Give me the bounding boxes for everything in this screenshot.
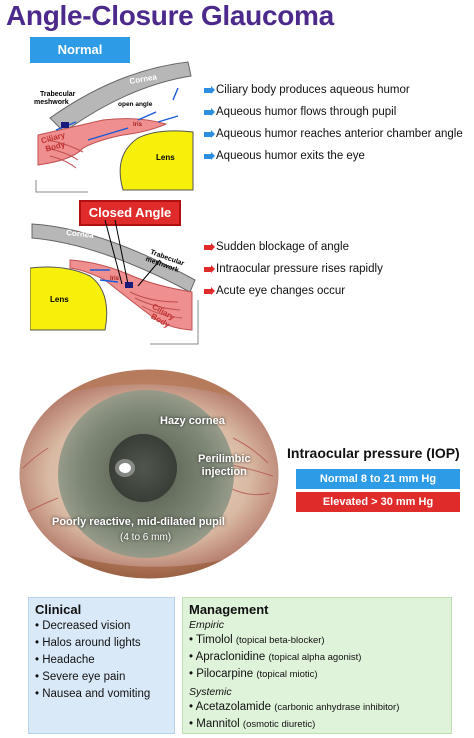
normal-iris-label: Iris: [133, 122, 143, 128]
clinical-heading: Clinical: [35, 602, 82, 617]
arrow-right-icon: [204, 286, 215, 295]
management-heading: Management: [189, 602, 269, 617]
closed-angle-badge: Closed Angle: [79, 200, 181, 226]
normal-open-angle-label: open angle: [118, 101, 153, 108]
closed-cornea-label: Cornea: [66, 228, 95, 240]
arrow-right-icon: [204, 129, 215, 138]
normal-lens: [119, 130, 194, 191]
eye-photo: [18, 368, 280, 580]
clinical-item: Headache: [35, 652, 168, 669]
pupil-size-label: (4 to 6 mm): [120, 532, 172, 543]
closed-lens: [30, 266, 108, 331]
iop-title: Intraocular pressure (IOP): [287, 445, 460, 461]
normal-bullet: Aqueous humor reaches anterior chamber a…: [204, 123, 463, 145]
empiric-label: Empiric: [189, 619, 225, 631]
normal-bullet: Aqueous humor exits the eye: [204, 145, 463, 167]
arrow-right-icon: [204, 242, 215, 251]
closed-angle-diagram: Cornea Trabecularmeshwork Iris CiliaryBo…: [30, 220, 199, 345]
clinical-item: Severe eye pain: [35, 669, 168, 686]
clinical-item: Nausea and vomiting: [35, 686, 168, 703]
empiric-drug: Pilocarpine (topical miotic): [189, 666, 445, 683]
arrow-right-icon: [204, 151, 215, 160]
closed-bullet: Intraocular pressure rises rapidly: [204, 258, 383, 280]
normal-bullet: Ciliary body produces aqueous humor: [204, 79, 463, 101]
normal-iris: [37, 118, 168, 166]
closed-bullet: Acute eye changes occur: [204, 280, 383, 302]
arrow-right-icon: [204, 85, 215, 94]
closed-iris: [69, 259, 193, 331]
normal-bullet: Aqueous humor flows through pupil: [204, 101, 463, 123]
closed-lens-label: Lens: [50, 295, 69, 304]
closed-bullet: Sudden blockage of angle: [204, 236, 383, 258]
closed-bullet-list: Sudden blockage of angle Intraocular pre…: [204, 236, 383, 302]
normal-lens-label: Lens: [156, 153, 175, 162]
empiric-drug: Apraclonidine (topical alpha agonist): [189, 649, 445, 666]
empiric-drug: Timolol (topical beta-blocker): [189, 632, 445, 649]
normal-badge: Normal: [30, 37, 130, 63]
systemic-drug: Acetazolamide (carbonic anhydrase inhibi…: [189, 699, 445, 716]
clinical-item: Halos around lights: [35, 635, 168, 652]
closed-iris-label: Iris: [110, 276, 120, 282]
hazy-cornea-label: Hazy cornea: [160, 415, 225, 427]
page-title: Angle-Closure Glaucoma: [6, 0, 334, 31]
systemic-label: Systemic: [189, 686, 232, 698]
arrow-right-icon: [204, 107, 215, 116]
iop-elevated-badge: Elevated > 30 mm Hg: [296, 492, 460, 512]
systemic-drug: Mannitol (osmotic diuretic): [189, 716, 445, 733]
management-panel: Management Empiric Timolol (topical beta…: [182, 597, 452, 734]
clinical-panel: Clinical Decreased vision Halos around l…: [28, 597, 175, 734]
pupil-description-label: Poorly reactive, mid-dilated pupil: [52, 516, 225, 528]
arrow-right-icon: [204, 264, 215, 273]
iop-normal-badge: Normal 8 to 21 mm Hg: [296, 469, 460, 489]
normal-cornea: [49, 61, 192, 133]
normal-bullet-list: Ciliary body produces aqueous humor Aque…: [204, 79, 463, 167]
clinical-item: Decreased vision: [35, 618, 168, 635]
